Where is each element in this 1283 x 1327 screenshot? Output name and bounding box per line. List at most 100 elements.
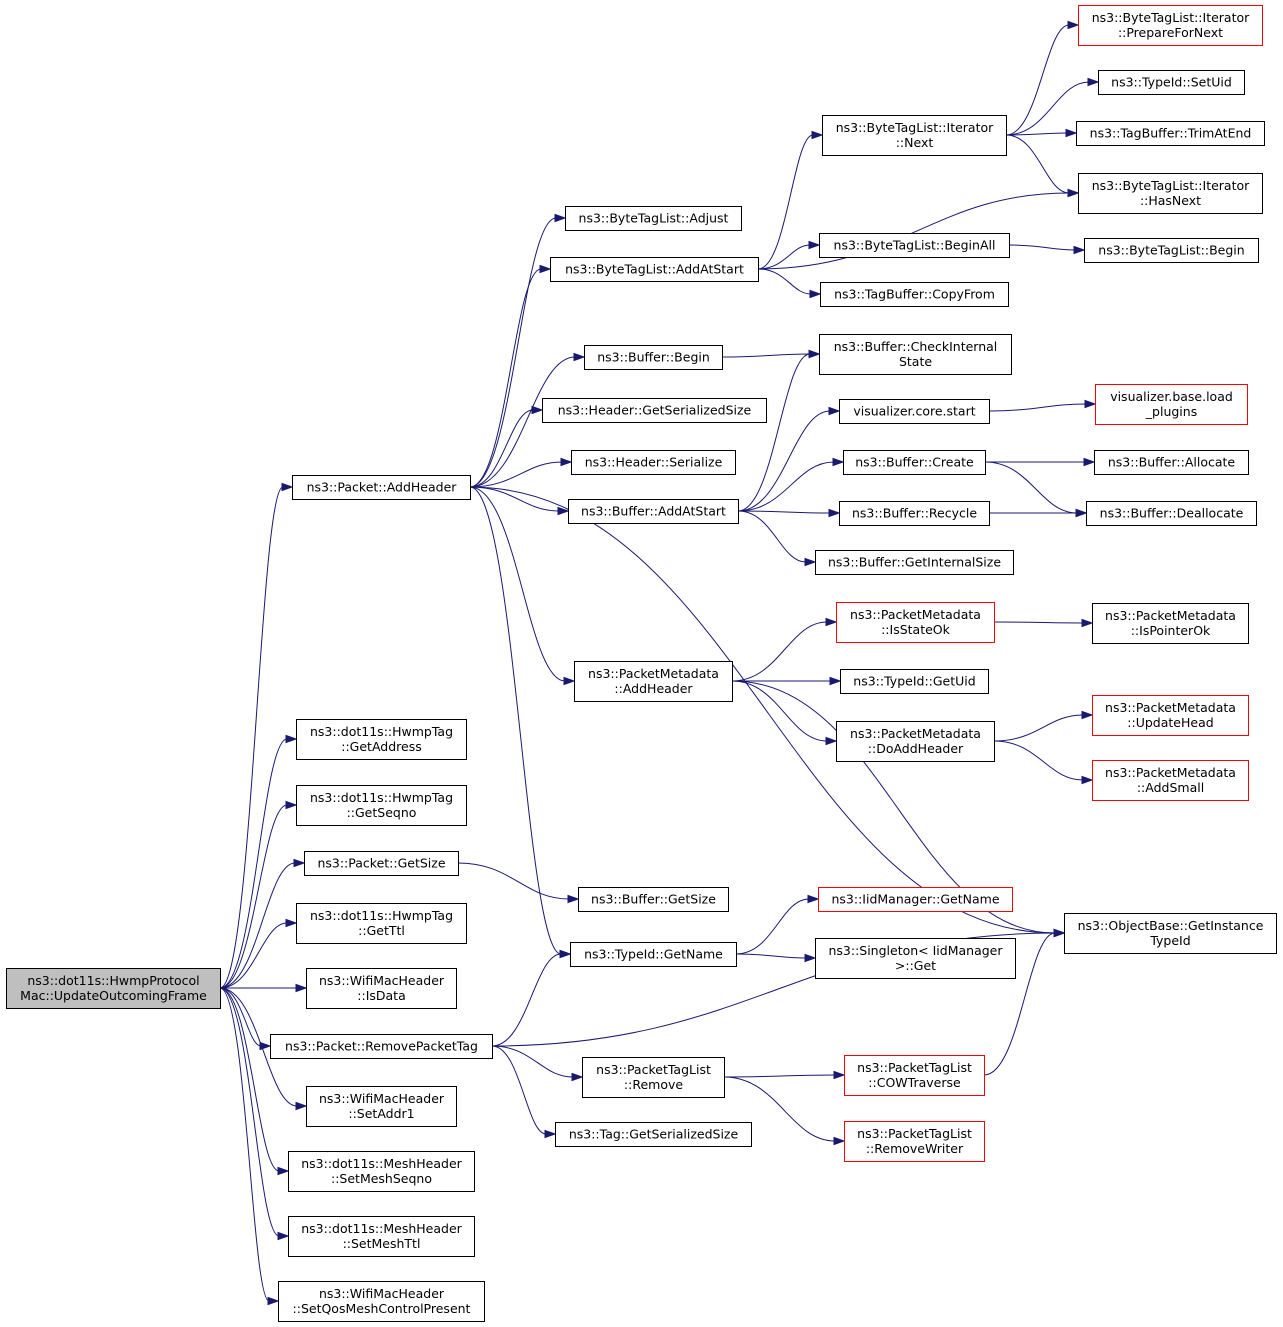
node-label: ns3::ByteTagList::AddAtStart xyxy=(565,262,744,277)
node-label: ns3::Buffer::Allocate xyxy=(1108,455,1236,470)
node-btl-beginall[interactable]: ns3::ByteTagList::BeginAll xyxy=(819,233,1010,258)
arrowhead-pm_addheader-to-typeid_getuid xyxy=(829,676,842,686)
node-hwmptag-getseqno[interactable]: ns3::dot11s::HwmpTag::GetSeqno xyxy=(296,785,467,826)
node-hwmptag-getaddress[interactable]: ns3::dot11s::HwmpTag::GetAddress xyxy=(296,719,467,760)
node-label: ns3::dot11s::HwmpProtocol xyxy=(27,973,199,988)
node-btl-begin[interactable]: ns3::ByteTagList::Begin xyxy=(1084,238,1259,263)
node-mesh-setseqno[interactable]: ns3::dot11s::MeshHeader::SetMeshSeqno xyxy=(288,1151,475,1192)
node-label: ::RemoveWriter xyxy=(866,1141,964,1156)
node-label: ns3::dot11s::MeshHeader xyxy=(301,1156,462,1171)
node-buffer-deallocate[interactable]: ns3::Buffer::Deallocate xyxy=(1086,501,1257,526)
node-pm-ispointerok[interactable]: ns3::PacketMetadata::IsPointerOk xyxy=(1092,603,1249,644)
edge-btl_addatstart-to-tagbuffer_copyfrom xyxy=(757,268,812,295)
node-label: ::DoAddHeader xyxy=(868,741,964,756)
node-pm-isstateok[interactable]: ns3::PacketMetadata::IsStateOk xyxy=(836,602,995,643)
edge-buffer_begin-to-buffer_checkinternalstate xyxy=(721,353,811,358)
arrowhead-pm_doaddheader-to-pm_updatehead xyxy=(1081,710,1094,720)
node-label: ::IsStateOk xyxy=(881,622,951,637)
node-label: ::SetQosMeshControlPresent xyxy=(293,1301,471,1316)
edge-ptl_remove-to-ptl_removewriter xyxy=(723,1076,836,1142)
node-btl-adjust[interactable]: ns3::ByteTagList::Adjust xyxy=(565,206,742,231)
node-wifimac-setqos[interactable]: ns3::WifiMacHeader::SetQosMeshControlPre… xyxy=(278,1281,485,1322)
edge-root-to-hwmptag_getseqno xyxy=(219,804,288,989)
node-label: ::Next xyxy=(896,135,934,150)
node-tag-getserializedsize[interactable]: ns3::Tag::GetSerializedSize xyxy=(555,1122,752,1147)
node-header-getserializedsize[interactable]: ns3::Header::GetSerializedSize xyxy=(542,398,767,423)
node-ptl-remove[interactable]: ns3::PacketTagList::Remove xyxy=(582,1057,725,1098)
node-viz-load-plugins[interactable]: visualizer.base.load_plugins xyxy=(1095,384,1248,425)
node-wifimac-setaddr1[interactable]: ns3::WifiMacHeader::SetAddr1 xyxy=(306,1086,457,1127)
node-removepackettag[interactable]: ns3::Packet::RemovePacketTag xyxy=(270,1034,493,1059)
node-label: ns3::Buffer::AddAtStart xyxy=(581,504,726,519)
node-label: ns3::Buffer::Create xyxy=(855,455,974,470)
node-buffer-getsize[interactable]: ns3::Buffer::GetSize xyxy=(578,887,729,912)
node-label: ns3::Singleton< IidManager xyxy=(828,943,1003,958)
arrowhead-packet_getsize-to-buffer_getsize xyxy=(567,894,580,904)
node-label: ns3::IidManager::GetName xyxy=(831,892,999,907)
edge-removepackettag-to-tag_getserializedsize xyxy=(491,1045,547,1135)
node-label: visualizer.base.load xyxy=(1110,389,1233,404)
node-label: ns3::dot11s::HwmpTag xyxy=(310,724,453,739)
node-singleton-get[interactable]: ns3::Singleton< IidManager>::Get xyxy=(815,938,1016,979)
node-buffer-recycle[interactable]: ns3::Buffer::Recycle xyxy=(839,501,990,526)
node-pm-addsmall[interactable]: ns3::PacketMetadata::AddSmall xyxy=(1092,760,1249,801)
node-tagbuffer-trimatend[interactable]: ns3::TagBuffer::TrimAtEnd xyxy=(1076,121,1265,146)
node-packet-getsize[interactable]: ns3::Packet::GetSize xyxy=(304,851,459,876)
arrowhead-buffer_addatstart-to-buffer_getinternalsize xyxy=(804,557,817,567)
node-hwmptag-getttl[interactable]: ns3::dot11s::HwmpTag::GetTtl xyxy=(296,903,467,944)
node-label: ::AddSmall xyxy=(1137,780,1204,795)
node-pm-updatehead[interactable]: ns3::PacketMetadata::UpdateHead xyxy=(1092,695,1249,736)
node-ptl-removewriter[interactable]: ns3::PacketTagList::RemoveWriter xyxy=(844,1121,985,1162)
node-label: ns3::ByteTagList::Iterator xyxy=(1092,178,1250,193)
edge-addheader-to-btl_adjust xyxy=(469,217,557,488)
node-label: ::AddHeader xyxy=(614,681,693,696)
node-label: ns3::dot11s::HwmpTag xyxy=(310,908,453,923)
node-buffer-begin[interactable]: ns3::Buffer::Begin xyxy=(584,345,723,370)
arrowhead-root-to-addheader xyxy=(281,482,294,492)
edge-root-to-hwmptag_getttl xyxy=(219,922,288,989)
node-pm-addheader[interactable]: ns3::PacketMetadata::AddHeader xyxy=(574,661,733,702)
node-label: ns3::TypeId::GetUid xyxy=(853,674,975,689)
node-wifimac-isdata[interactable]: ns3::WifiMacHeader::IsData xyxy=(306,968,457,1009)
node-pm-doaddheader[interactable]: ns3::PacketMetadata::DoAddHeader xyxy=(836,721,995,762)
node-label: ::IsData xyxy=(357,988,405,1003)
node-addheader[interactable]: ns3::Packet::AddHeader xyxy=(292,475,471,500)
node-label: TypeId xyxy=(1149,933,1190,948)
node-label: ns3::PacketMetadata xyxy=(588,666,719,681)
node-mesh-setttl[interactable]: ns3::dot11s::MeshHeader::SetMeshTtl xyxy=(288,1216,475,1257)
node-buffer-allocate[interactable]: ns3::Buffer::Allocate xyxy=(1094,450,1249,475)
node-btli-prepare[interactable]: ns3::ByteTagList::Iterator::PrepareForNe… xyxy=(1078,5,1263,46)
node-typeid-getname[interactable]: ns3::TypeId::GetName xyxy=(570,942,737,967)
node-header-serialize[interactable]: ns3::Header::Serialize xyxy=(571,450,736,475)
node-ptl-cowtraverse[interactable]: ns3::PacketTagList::COWTraverse xyxy=(844,1055,985,1096)
node-buffer-addatstart[interactable]: ns3::Buffer::AddAtStart xyxy=(568,499,739,524)
node-label: ::PrepareForNext xyxy=(1118,25,1223,40)
node-btli-hasnext[interactable]: ns3::ByteTagList::Iterator::HasNext xyxy=(1078,173,1263,214)
node-iid-getname[interactable]: ns3::IidManager::GetName xyxy=(818,887,1013,912)
edge-btli_next-to-btli_hasnext xyxy=(1005,134,1070,194)
node-buffer-create[interactable]: ns3::Buffer::Create xyxy=(843,450,986,475)
node-root[interactable]: ns3::dot11s::HwmpProtocolMac::UpdateOutc… xyxy=(6,968,221,1009)
arrowhead-buffer_create-to-buffer_allocate xyxy=(1083,457,1096,467)
node-label: ns3::ByteTagList::BeginAll xyxy=(834,238,996,253)
edge-root-to-wifimac_setqos xyxy=(219,987,270,1302)
node-buffer-getinternalsize[interactable]: ns3::Buffer::GetInternalSize xyxy=(815,550,1014,575)
edge-addheader-to-btl_addatstart xyxy=(469,268,542,488)
edge-addheader-to-pm_addheader xyxy=(469,486,566,682)
edge-btl_beginall-to-btl_begin xyxy=(1008,244,1076,251)
node-label: visualizer.core.start xyxy=(853,404,975,419)
arrowhead-root-to-hwmptag_getttl xyxy=(285,918,298,928)
arrowhead-typeid_getname-to-iid_getname xyxy=(807,894,820,904)
node-typeid-setuid[interactable]: ns3::TypeId::SetUid xyxy=(1098,70,1245,95)
node-btl-addatstart[interactable]: ns3::ByteTagList::AddAtStart xyxy=(550,257,759,282)
node-label: ns3::Buffer::Begin xyxy=(597,350,710,365)
node-viz-core-start[interactable]: visualizer.core.start xyxy=(839,399,990,424)
node-typeid-getuid[interactable]: ns3::TypeId::GetUid xyxy=(840,669,989,694)
node-label: ns3::Buffer::GetInternalSize xyxy=(828,555,1001,570)
edge-pm_addheader-to-objectbase_getinstancetypeid xyxy=(731,680,1056,934)
edge-buffer_addatstart-to-buffer_checkinternalstate xyxy=(737,353,811,512)
node-btli-next[interactable]: ns3::ByteTagList::Iterator::Next xyxy=(822,115,1007,156)
node-tagbuffer-copyfrom[interactable]: ns3::TagBuffer::CopyFrom xyxy=(820,282,1009,307)
